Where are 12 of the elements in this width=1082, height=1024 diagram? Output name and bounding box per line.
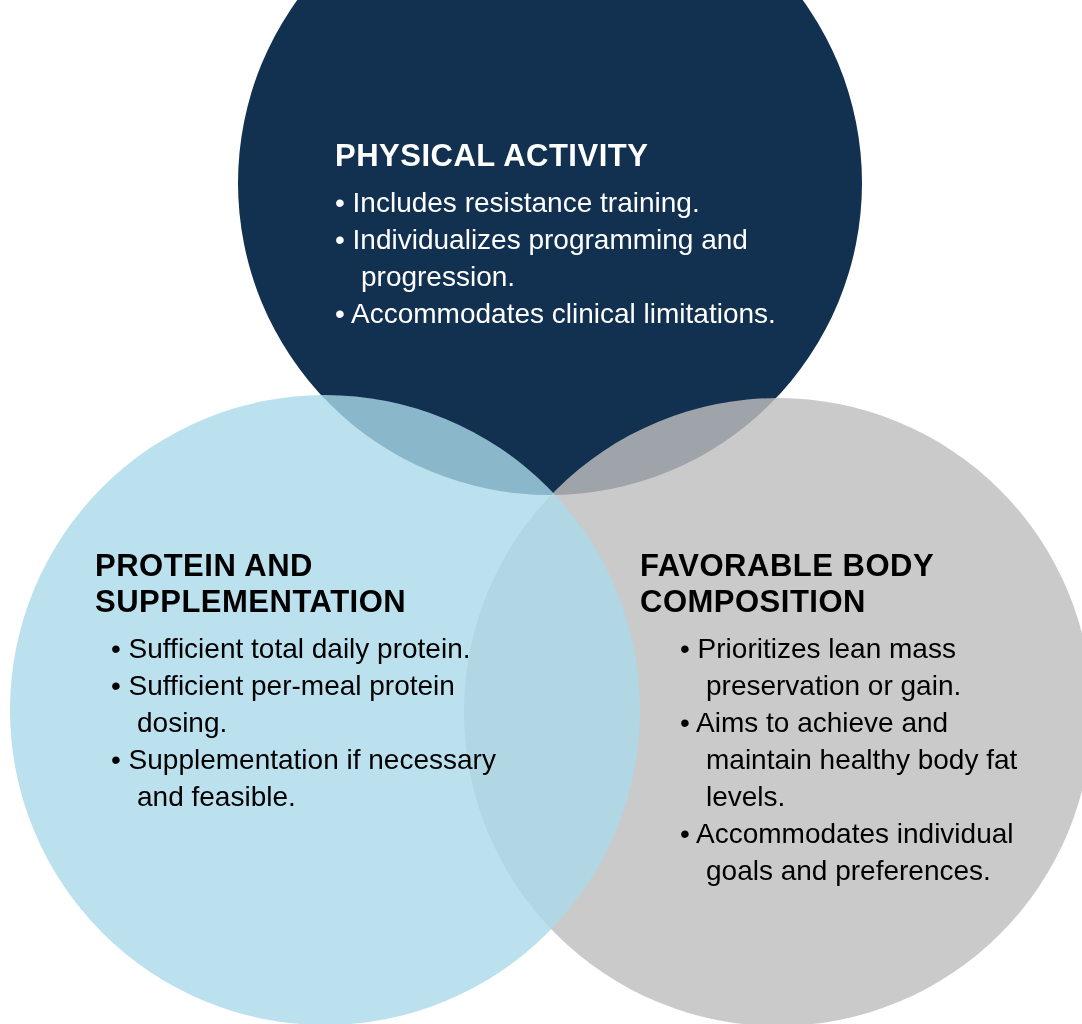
bullet-point: • Supplementation if necessary and feasible. <box>111 743 497 814</box>
circle-heading: FAVORABLE BODY COMPOSITION <box>640 548 935 620</box>
bullet-point: • Sufficient total daily protein. <box>111 632 472 666</box>
circle-heading: PROTEIN AND SUPPLEMENTATION <box>95 548 408 620</box>
bullet-point: • Accommodates clinical limitations. <box>335 297 777 331</box>
circle-heading: PHYSICAL ACTIVITY <box>335 138 650 174</box>
bullet-point: • Accommodates individual goals and preferences. <box>680 817 1015 888</box>
bullet-point: • Aims to achieve and maintain healthy body fat levels. <box>680 706 1019 814</box>
bullet-point: • Individualizes programming and progression. <box>335 223 749 294</box>
bullet-point: • Prioritizes lean mass preservation or gain. <box>680 632 963 703</box>
bullet-point: • Sufficient per-meal protein dosing. <box>111 669 456 740</box>
bullet-point: • Includes resistance training. <box>335 186 701 220</box>
